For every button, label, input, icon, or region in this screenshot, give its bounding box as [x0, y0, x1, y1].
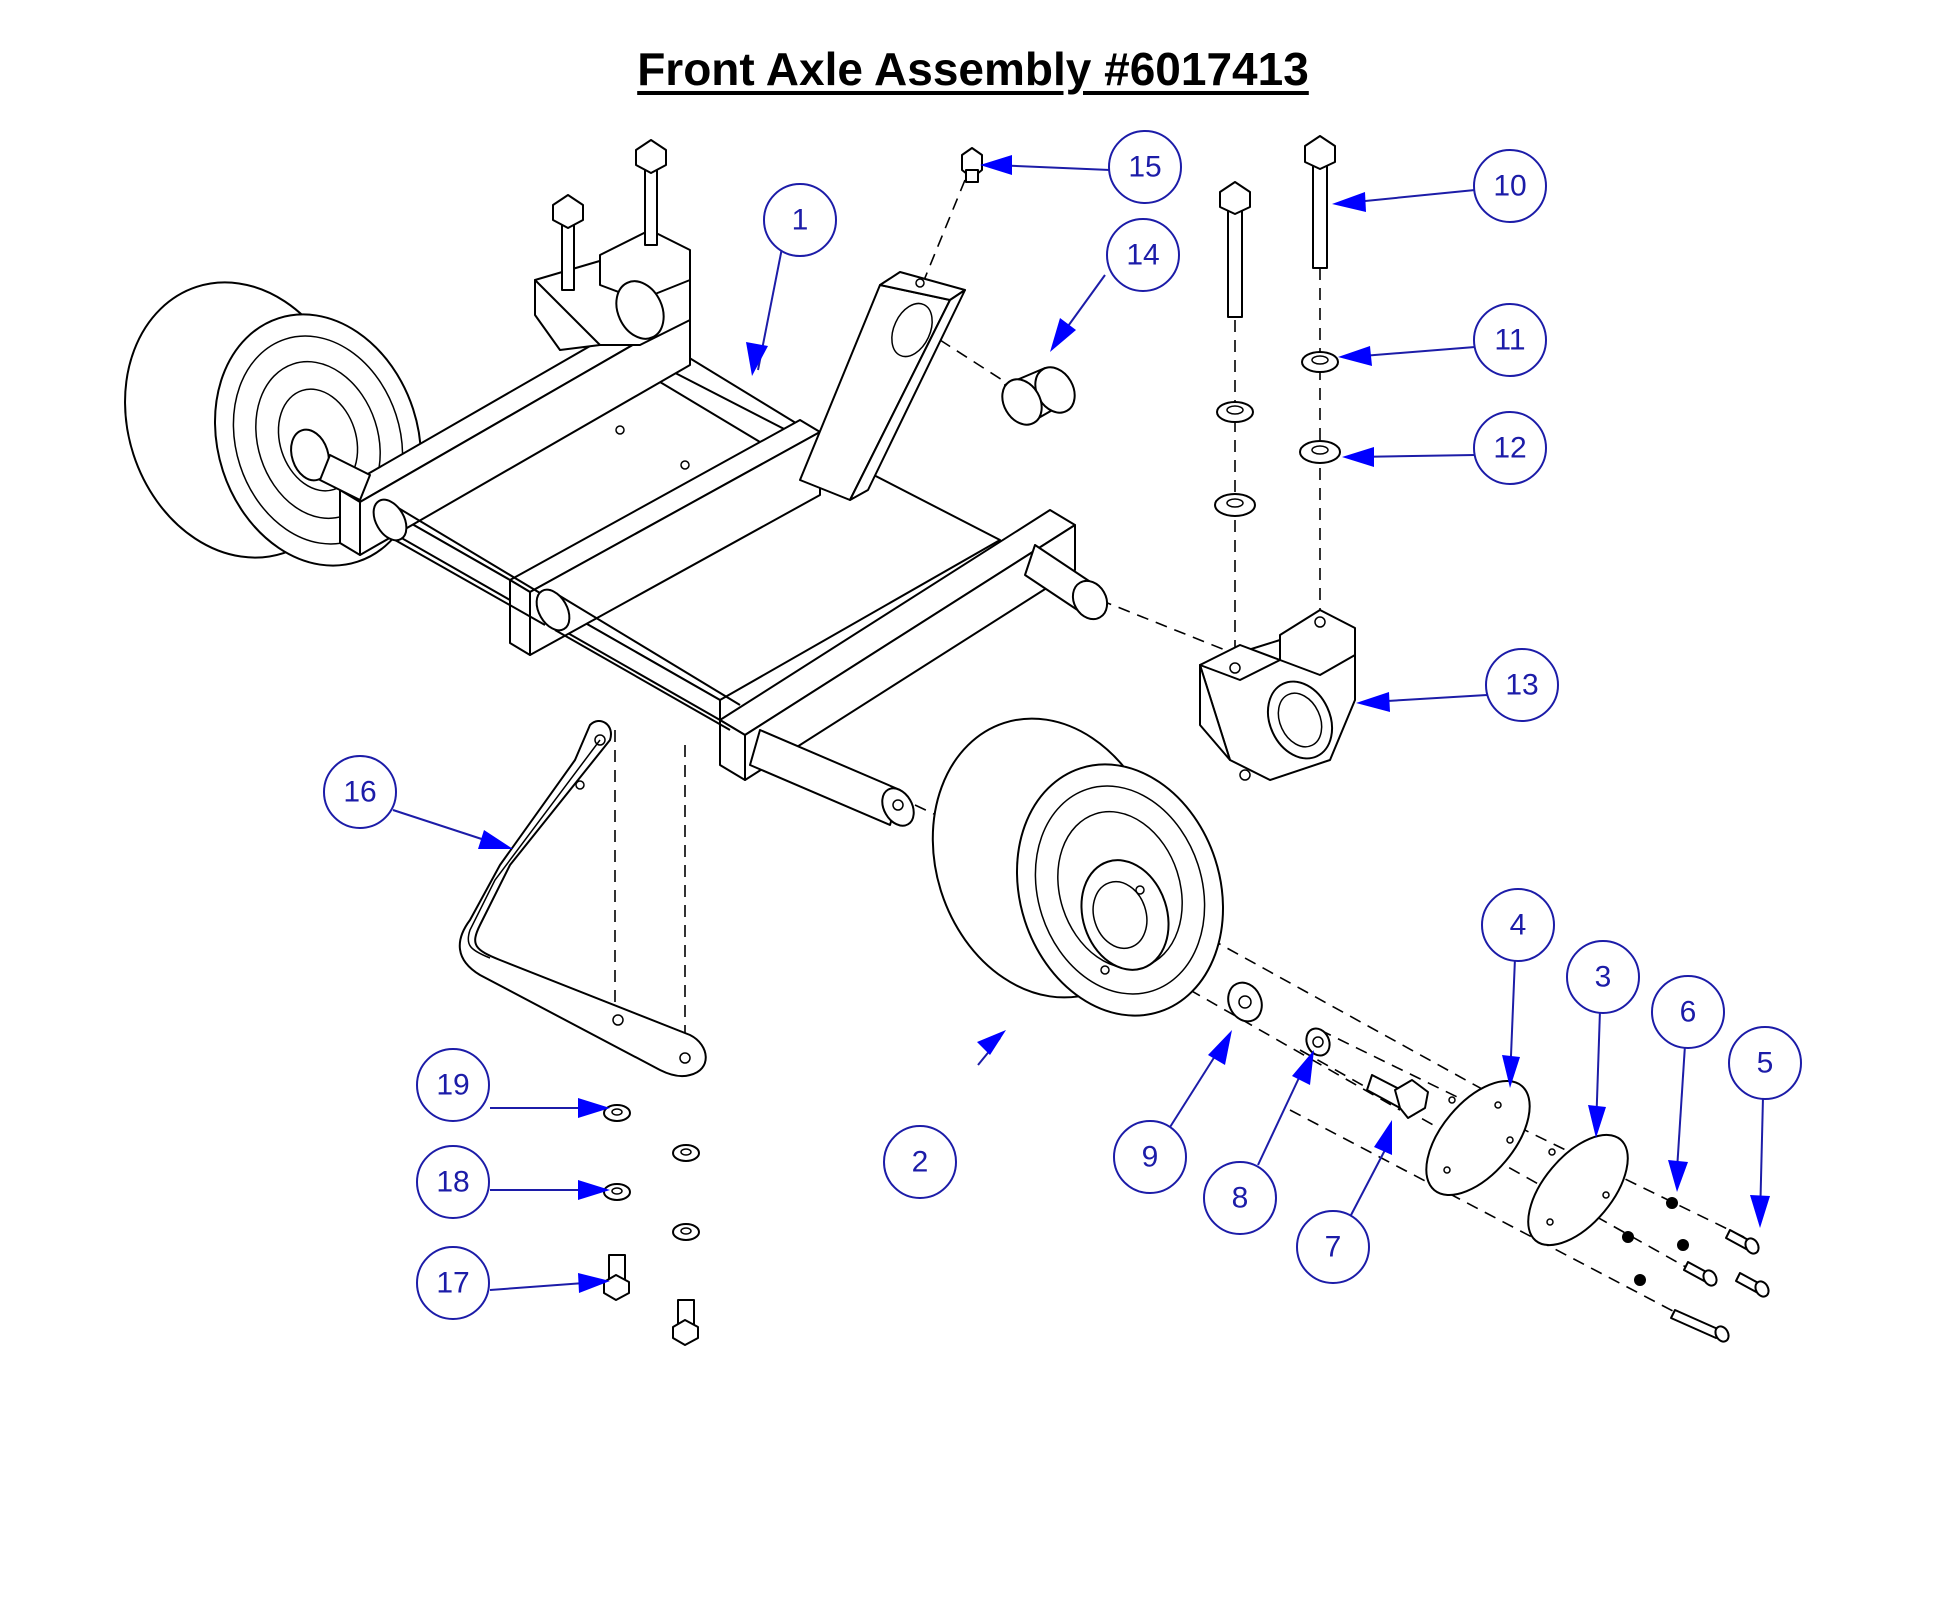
callout-15: 15 [1108, 130, 1182, 204]
axle-frame-part [319, 271, 1109, 827]
svg-text:13: 13 [1505, 669, 1538, 702]
svg-text:14: 14 [1126, 239, 1159, 272]
svg-text:8: 8 [1232, 1182, 1249, 1215]
right-wheel-part [931, 717, 1225, 1017]
callout-7: 7 [1296, 1210, 1370, 1284]
svg-text:17: 17 [436, 1267, 469, 1300]
callout-2: 2 [883, 1125, 957, 1199]
hitch-bracket-part [458, 720, 707, 1078]
svg-text:5: 5 [1757, 1047, 1774, 1080]
right-pillow-block-part [1199, 609, 1356, 781]
cap-fasteners-part [1622, 1197, 1770, 1343]
grease-fitting-part [961, 147, 983, 183]
callout-16: 16 [323, 755, 397, 829]
svg-text:12: 12 [1493, 432, 1526, 465]
callout-1: 1 [763, 183, 837, 257]
hub-hardware-part [1227, 981, 1429, 1119]
svg-text:6: 6 [1680, 996, 1697, 1029]
svg-text:9: 9 [1142, 1141, 1159, 1174]
callout-10: 10 [1473, 149, 1547, 223]
callout-17: 17 [416, 1246, 490, 1320]
svg-text:16: 16 [343, 776, 376, 809]
svg-text:11: 11 [1494, 324, 1525, 357]
callout-11: 11 [1473, 303, 1547, 377]
svg-text:10: 10 [1493, 170, 1526, 203]
left-pillow-block-part [534, 139, 691, 351]
hub-cap-part [1425, 1080, 1629, 1247]
diagram-title: Front Axle Assembly #6017413 [637, 43, 1309, 95]
callout-5: 5 [1728, 1026, 1802, 1100]
callout-14: 14 [1106, 218, 1180, 292]
svg-text:2: 2 [912, 1146, 929, 1179]
callout-13: 13 [1485, 648, 1559, 722]
right-bolts-part [1214, 135, 1341, 517]
callout-8: 8 [1203, 1161, 1277, 1235]
callout-4: 4 [1481, 888, 1555, 962]
svg-text:19: 19 [436, 1069, 469, 1102]
callout-12: 12 [1473, 411, 1547, 485]
bracket-hardware-part [603, 1104, 700, 1346]
svg-text:4: 4 [1510, 909, 1527, 942]
bushing-part [1001, 366, 1076, 426]
svg-text:18: 18 [436, 1166, 469, 1199]
callout-9: 9 [1113, 1120, 1187, 1194]
callout-19: 19 [416, 1048, 490, 1122]
callout-leaders [392, 155, 1770, 1293]
svg-text:15: 15 [1128, 151, 1161, 184]
svg-text:7: 7 [1325, 1231, 1342, 1264]
callout-3: 3 [1566, 940, 1640, 1014]
svg-text:3: 3 [1595, 961, 1612, 994]
callout-18: 18 [416, 1145, 490, 1219]
callout-6: 6 [1651, 975, 1725, 1049]
svg-text:1: 1 [792, 204, 809, 237]
